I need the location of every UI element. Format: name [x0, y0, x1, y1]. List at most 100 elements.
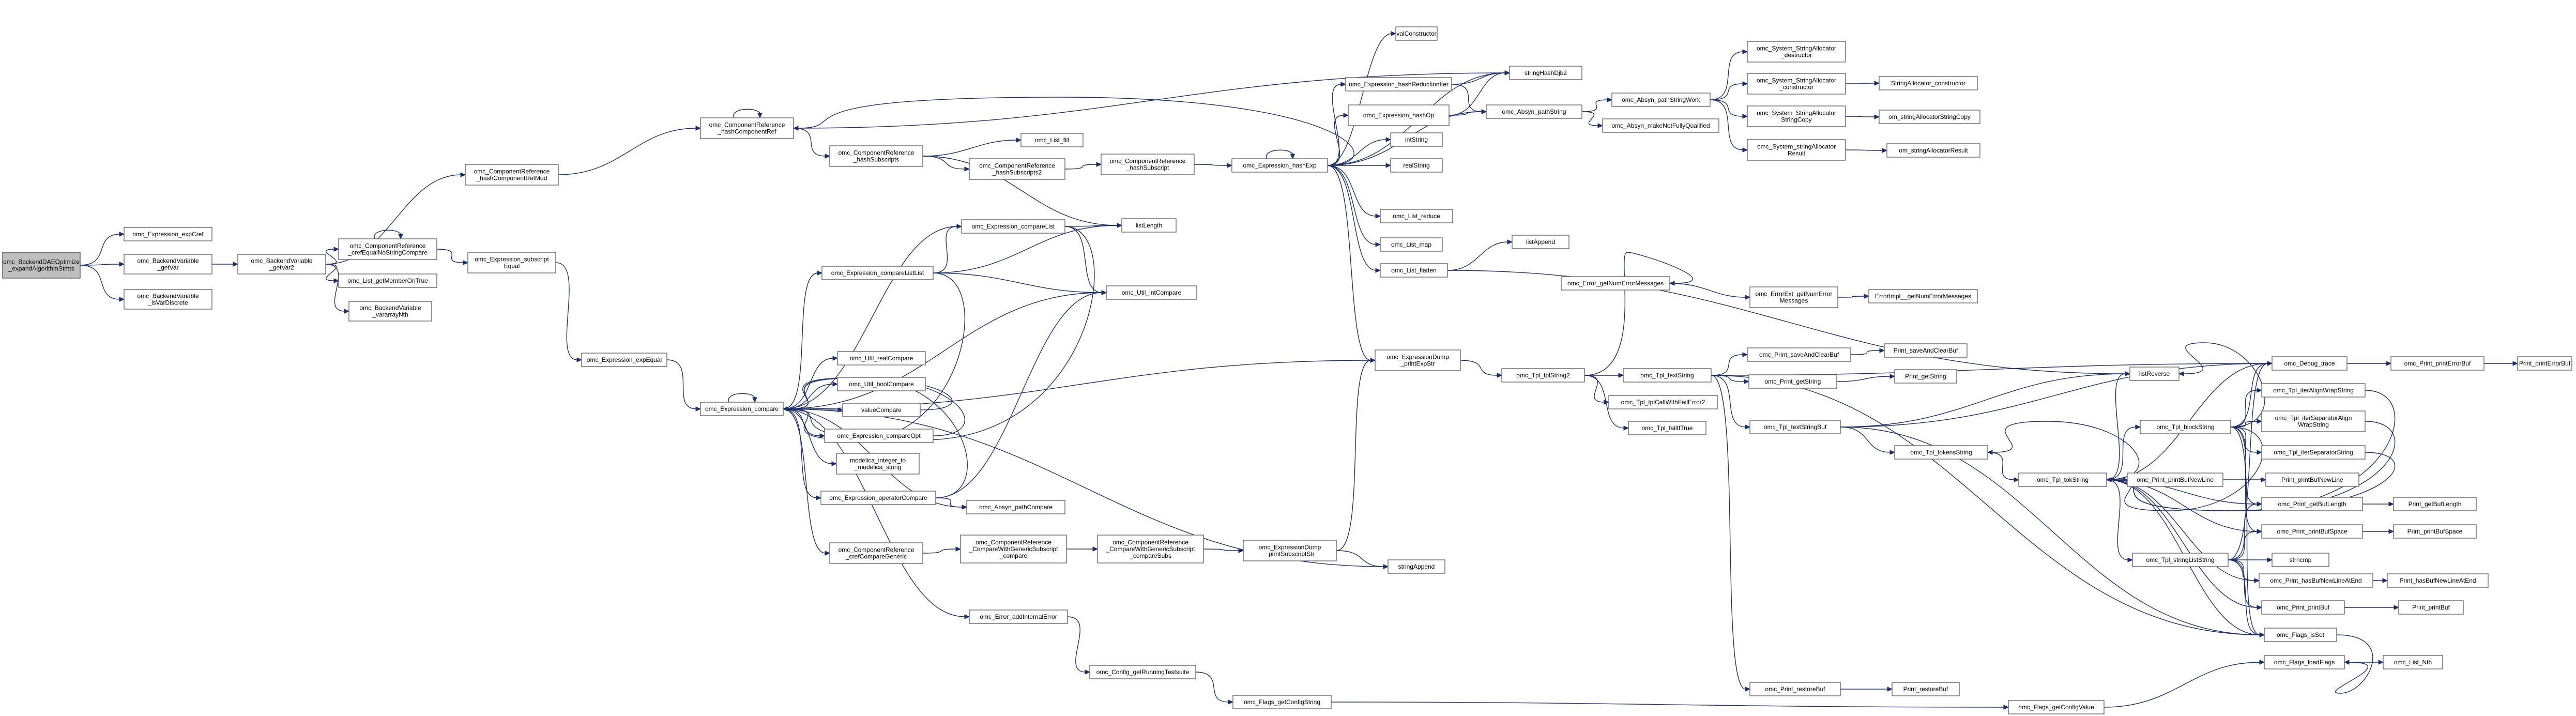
node-iterSeparatorString[interactable]: omc_Tpl_iterSeparatorString [2261, 445, 2366, 460]
node-printSubscriptStr[interactable]: omc_ExpressionDump_printSubscriptStr [1243, 540, 1337, 561]
node-stringAllocatorConstructor[interactable]: StringAllocator_constructor [1879, 76, 1978, 90]
node-listMap[interactable]: omc_List_map [1380, 237, 1443, 252]
node-saResult[interactable]: omc_System_stringAllocatorResult [1747, 139, 1846, 161]
node-expEqual[interactable]: omc_Expression_expEqual [581, 353, 667, 367]
node-printSaveAndClearBuf[interactable]: Print_saveAndClearBuf [1884, 343, 1968, 358]
node-getConfigValue[interactable]: omc_Flags_getConfigValue [2008, 700, 2105, 714]
node-blockString[interactable]: omc_Tpl_blockString [2140, 420, 2231, 434]
node-listFill[interactable]: omc_List_fill [1020, 133, 1084, 147]
node-getMemberOnTrue[interactable]: omc_List_getMemberOnTrue [338, 273, 437, 288]
node-crefCompareGeneric[interactable]: omc_ComponentReference_crefCompareGeneri… [829, 542, 923, 564]
node-getVar2[interactable]: omc_BackendVariable_getVar2 [237, 254, 326, 275]
node-varArrayNth[interactable]: omc_BackendVariable_vararrayNth [348, 301, 432, 322]
node-printBufC[interactable]: Print_printBuf [2398, 600, 2464, 615]
node-printExpStr[interactable]: omc_ExpressionDump_printExpStr [1375, 349, 1461, 371]
node-compareWithGenericSubscript[interactable]: omc_ComponentReference_CompareWithGeneri… [960, 535, 1067, 563]
node-compareListList[interactable]: omc_Expression_compareListList [821, 266, 934, 280]
node-getBufLengthC[interactable]: Print_getBufLength [2393, 497, 2477, 511]
node-saveAndClearBuf[interactable]: omc_Print_saveAndClearBuf [1747, 347, 1851, 362]
node-valueCompare[interactable]: valueCompare [842, 403, 921, 417]
node-failIfTrue[interactable]: omc_Tpl_failIfTrue [1628, 421, 1706, 435]
node-hashSubscript[interactable]: omc_ComponentReference_hashSubscript [1101, 154, 1195, 175]
node-hasBufNewLineAtEnd[interactable]: omc_Print_hasBufNewLineAtEnd [2259, 573, 2373, 588]
node-printErrorBufC[interactable]: Print_printErrorBuf [2517, 356, 2572, 371]
node-stringAppend[interactable]: stringAppend [1388, 559, 1445, 574]
node-listAppend[interactable]: listAppend [1512, 235, 1569, 249]
node-hashSubscripts2[interactable]: omc_ComponentReference_hashSubscripts2 [969, 158, 1065, 180]
node-hashExp[interactable]: omc_Expression_hashExp [1231, 158, 1328, 173]
node-hashComponentRefMod[interactable]: omc_ComponentReference_hashComponentRefM… [465, 164, 559, 186]
node-saDestructor[interactable]: omc_System_StringAllocator_destructor [1747, 41, 1846, 63]
node-compareList[interactable]: omc_Expression_compareList [961, 219, 1065, 234]
node-loadFlags[interactable]: omc_Flags_loadFlags [2264, 655, 2345, 669]
node-intCompare[interactable]: omc_Util_intCompare [1106, 285, 1197, 300]
node-printBufNewLine[interactable]: omc_Print_printBufNewLine [2127, 473, 2223, 487]
node-integerToString[interactable]: modelica_integer_to_modelica_string [836, 453, 920, 475]
node-textString[interactable]: omc_Tpl_textString [1623, 368, 1712, 383]
node-textStringBuf[interactable]: omc_Tpl_textStringBuf [1749, 420, 1841, 434]
node-tokString[interactable]: omc_Tpl_tokString [2018, 473, 2107, 487]
node-hashSubscripts[interactable]: omc_ComponentReference_hashSubscripts [829, 145, 923, 167]
node-expCref[interactable]: omc_Expression_expCref [124, 227, 212, 241]
node-saConstructor[interactable]: omc_System_StringAllocator_constructor [1747, 73, 1846, 95]
node-printBufSpaceC[interactable]: Print_printBufSpace [2393, 524, 2477, 539]
node-printBuf[interactable]: omc_Print_printBuf [2261, 600, 2345, 615]
node-boolCompare[interactable]: omc_Util_boolCompare [837, 377, 926, 391]
node-getVar[interactable]: omc_BackendVariable_getVar [124, 254, 212, 275]
node-hasBufNewLineAtEndC[interactable]: Print_hasBufNewLineAtEnd [2387, 573, 2489, 588]
node-tplCallWithFailError2[interactable]: omc_Tpl_tplCallWithFailError2 [1608, 395, 1718, 409]
node-restoreBuf[interactable]: omc_Print_restoreBuf [1749, 682, 1841, 696]
node-getBufLength[interactable]: omc_Print_getBufLength [2261, 497, 2363, 511]
node-compareWithGenericSubscriptSubs[interactable]: omc_ComponentReference_CompareWithGeneri… [1097, 535, 1204, 563]
node-compare[interactable]: omc_Expression_compare [700, 402, 784, 416]
node-tokensString[interactable]: omc_Tpl_tokensString [1894, 445, 1988, 460]
node-absynPathCompare[interactable]: omc_Absyn_pathCompare [966, 500, 1065, 514]
node-realString[interactable]: realString [1390, 158, 1443, 173]
node-printGetStringC[interactable]: Print_getString [1894, 369, 1957, 384]
node-makeNotFullyQualified[interactable]: omc_Absyn_makeNotFullyQualified [1602, 118, 1719, 133]
node-hashReductionIter[interactable]: omc_Expression_hashReductionIter [1345, 77, 1452, 92]
node-hashOp[interactable]: omc_Expression_hashOp [1348, 104, 1450, 126]
node-realCompare[interactable]: omc_Util_realCompare [837, 351, 926, 365]
node-addInternalError[interactable]: omc_Error_addInternalError [969, 610, 1068, 624]
node-pathString[interactable]: omc_Absyn_pathString [1486, 104, 1582, 119]
node-pathStringWork[interactable]: omc_Absyn_pathStringWork [1611, 93, 1711, 107]
node-stringAllocatorStringCopy[interactable]: om_stringAllocatorStringCopy [1879, 110, 1980, 124]
node-label: om_stringAllocatorStringCopy [1888, 113, 1971, 120]
node-valConstructor[interactable]: valConstructor [1395, 26, 1438, 41]
node-tplString2[interactable]: omc_Tpl_tplString2 [1501, 368, 1585, 383]
node-iterAlignWrapString[interactable]: omc_Tpl_iterAlignWrapString [2261, 383, 2366, 398]
node-listNth[interactable]: omc_List_Nth [2383, 655, 2443, 669]
node-printBufNewLineC[interactable]: Print_printBufNewLine [2265, 473, 2359, 487]
node-label: omc_Absyn_pathCompare [979, 504, 1053, 511]
node-operatorCompare[interactable]: omc_Expression_operatorCompare [820, 491, 936, 505]
node-flagsIsSet[interactable]: omc_Flags_isSet [2264, 628, 2337, 642]
node-printGetString[interactable]: omc_Print_getString [1748, 374, 1837, 389]
node-stringHashDjb2[interactable]: stringHashDjb2 [1509, 66, 1582, 80]
node-printErrorBuf[interactable]: omc_Print_printErrorBuf [2390, 356, 2484, 371]
node-stringAllocatorResult[interactable]: om_stringAllocatorResult [1886, 143, 1980, 158]
node-printBufSpace[interactable]: omc_Print_printBufSpace [2261, 524, 2363, 539]
node-listFlatten[interactable]: omc_List_flatten [1380, 263, 1448, 278]
node-isVarDiscrete[interactable]: omc_BackendVariable_isVarDiscrete [124, 289, 212, 310]
node-crefEqualNoStringCompare[interactable]: omc_ComponentReference_crefEqualNoString… [338, 238, 437, 260]
node-listLength[interactable]: listLength [1121, 218, 1177, 233]
node-getNumErrorMessages[interactable]: omc_Error_getNumErrorMessages [1561, 276, 1670, 291]
node-intString[interactable]: intString [1390, 132, 1443, 147]
node-errorImplGetNum[interactable]: ErrorImpl__getNumErrorMessages [1868, 289, 1978, 303]
node-listReduce[interactable]: omc_List_reduce [1380, 209, 1453, 223]
node-getConfigString[interactable]: omc_Flags_getConfigString [1232, 695, 1332, 709]
node-restoreBufC[interactable]: Print_restoreBuf [1892, 682, 1960, 696]
node-debugTrace[interactable]: omc_Debug_trace [2272, 356, 2348, 371]
node-getRunningTestsuite[interactable]: omc_Config_getRunningTestsuite [1089, 665, 1196, 679]
node-errorExtGetNum[interactable]: omc_ErrorExt_getNumErrorMessages [1749, 286, 1838, 308]
node-stringListString[interactable]: omc_Tpl_stringListString [2132, 553, 2229, 567]
node-root[interactable]: omc_BackendDAEOptimize_expandAlgorithmSt… [2, 252, 81, 279]
node-strncmp[interactable]: strncmp [2272, 553, 2329, 567]
node-hashComponentRef[interactable]: omc_ComponentReference_hashComponentRef [700, 117, 794, 139]
node-compareOpt[interactable]: omc_Expression_compareOpt [824, 429, 934, 443]
node-listReverse[interactable]: listReverse [2129, 367, 2179, 381]
